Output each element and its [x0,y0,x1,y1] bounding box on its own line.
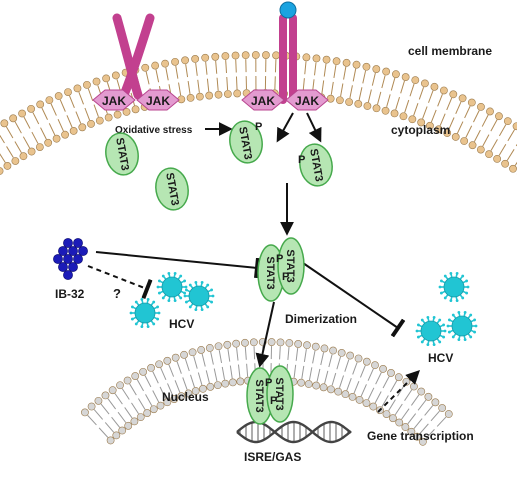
inhibit-ib32-to-hcv [87,265,153,300]
stat3-molecule: STAT3 [155,167,189,211]
jak-kinase: JAK [285,89,329,111]
stat3-dimer-nuclear: STAT3 STAT3 P P [246,365,294,425]
jak-kinase: JAK [136,89,180,111]
hcv-virus-icon [129,271,215,329]
jak-label: JAK [146,94,170,108]
stat3-label: STAT3 [253,379,265,412]
ligand-icon [279,1,297,19]
gene-transcription-label: Gene transcription [367,429,474,443]
ib32-molecule-icon [53,238,88,280]
jak-kinase: JAK [241,89,285,111]
receptor-right [279,14,297,104]
stat3-label: STAT3 [113,137,131,172]
question-mark: ? [113,286,121,301]
stat3-phospho: STAT3 P [298,143,333,187]
stat3-phospho: STAT3 P [229,120,263,164]
phospho-label: P [255,121,262,133]
jak-kinase: JAK [92,89,136,111]
phospho-label: P [270,395,277,407]
phospho-label: P [298,154,305,166]
jak-label: JAK [251,94,275,108]
phospho-label: P [265,377,272,389]
isre-gas-label: ISRE/GAS [244,450,301,464]
jak-label: JAK [102,94,126,108]
ib32-label: IB-32 [55,287,85,301]
oxidative-stress-label: Oxidative stress [115,125,193,136]
inhibit-ib32-to-stat3 [95,251,260,279]
arrow-jak-stat [306,112,322,143]
hcv-right-label: HCV [428,351,453,365]
stat3-label: STAT3 [307,148,325,183]
phospho-label: P [276,253,283,265]
arrow-to-nucleus [255,301,275,368]
cell-membrane [0,51,517,175]
cell-membrane-label: cell membrane [408,44,492,58]
dna-helix-icon [236,420,352,444]
arrow-transcription-to-hcv [377,370,420,413]
phospho-label: P [282,271,289,283]
arrow-jak-stat [276,112,294,143]
hcv-left-label: HCV [169,317,194,331]
stat3-label: STAT3 [163,172,181,207]
cytoplasm-label: cytoplasm [391,123,450,137]
stat3-label: STAT3 [284,249,296,282]
nucleus-label: Nucleus [162,390,209,404]
inhibit-stat3-to-hcv [302,262,406,338]
stat3-label: STAT3 [236,126,254,161]
jak-label: JAK [295,94,319,108]
stat3-dimer: STAT3 STAT3 P P [257,237,305,302]
stat3-molecule: STAT3 [105,132,139,176]
hcv-virus-icon [415,271,478,347]
dimerization-label: Dimerization [285,312,357,326]
stat3-label: STAT3 [273,377,285,410]
stat3-label: STAT3 [264,256,276,289]
receptor-left [112,13,155,100]
